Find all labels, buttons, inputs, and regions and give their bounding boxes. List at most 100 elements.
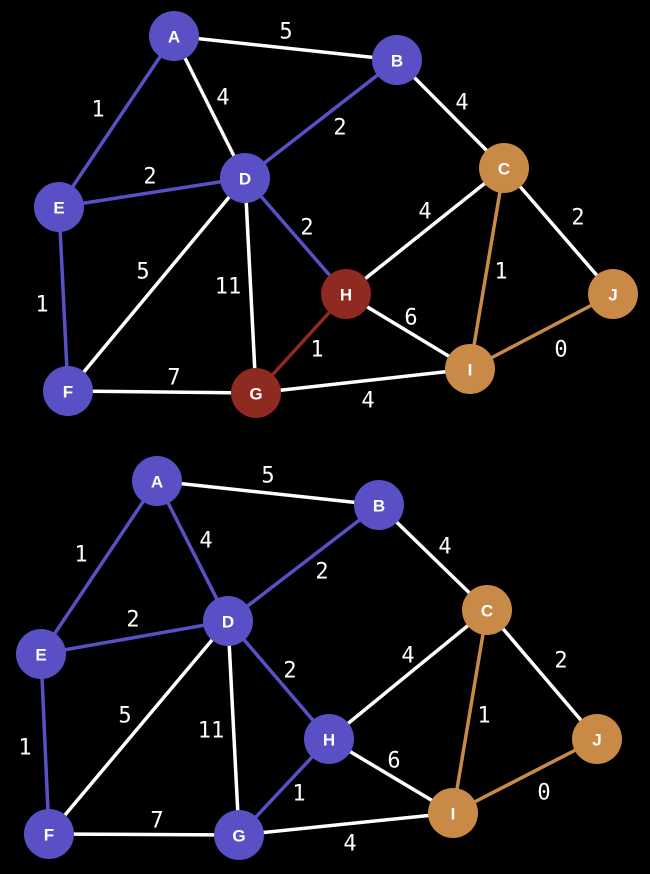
- edge-weight-G-I: 4: [343, 832, 356, 857]
- edge-B-C: [377, 503, 489, 612]
- node-J: J: [572, 714, 622, 764]
- node-circle: [24, 809, 74, 859]
- node-J: J: [588, 269, 638, 319]
- node-B: B: [354, 480, 404, 530]
- node-circle: [34, 182, 84, 232]
- edge-weight-G-H: 1: [310, 338, 323, 363]
- edge-weight-H-I: 6: [387, 749, 400, 774]
- edge-weight-C-I: 1: [494, 260, 507, 285]
- edge-E-F: [57, 206, 70, 392]
- edge-E-F: [39, 653, 51, 835]
- edge-weight-H-C: 4: [418, 200, 431, 225]
- edge-H-C: [344, 166, 506, 296]
- edge-weight-D-F: 5: [136, 260, 149, 285]
- edge-weight-D-H: 2: [283, 659, 296, 684]
- node-label: B: [373, 497, 385, 516]
- node-circle: [132, 456, 182, 506]
- edge-weight-A-E: 1: [91, 98, 104, 123]
- node-label: H: [323, 731, 335, 750]
- edge-weight-I-J: 0: [537, 781, 550, 806]
- edge-weight-C-J: 2: [571, 206, 584, 231]
- edge-weight-E-F: 1: [18, 736, 31, 761]
- edge-G-I: [238, 811, 454, 837]
- edge-weight-G-H: 1: [292, 782, 305, 807]
- node-label: E: [35, 646, 46, 665]
- edge-A-B: [156, 479, 380, 507]
- node-circle: [149, 11, 199, 61]
- edge-I-J: [469, 292, 614, 371]
- edge-weight-H-C: 4: [401, 644, 414, 669]
- edge-weight-C-I: 1: [477, 704, 490, 729]
- edge-D-E: [58, 176, 246, 209]
- edge-A-D: [155, 480, 230, 622]
- edge-weight-A-B: 5: [261, 464, 274, 489]
- node-E: E: [16, 629, 66, 679]
- edge-weight-B-C: 4: [455, 91, 468, 116]
- node-label: I: [451, 805, 456, 824]
- node-label: I: [468, 361, 473, 380]
- edge-D-H: [243, 176, 348, 296]
- edge-weight-D-G: 11: [215, 275, 242, 300]
- node-circle: [203, 596, 253, 646]
- edge-weight-A-E: 1: [74, 543, 87, 568]
- node-label: J: [608, 286, 617, 305]
- edge-C-I: [468, 167, 506, 370]
- node-D: D: [203, 596, 253, 646]
- edge-weight-A-D: 4: [199, 529, 212, 554]
- edge-A-E: [57, 35, 176, 208]
- edge-F-G: [48, 832, 240, 837]
- node-E: E: [34, 182, 84, 232]
- edge-A-B: [173, 34, 398, 62]
- node-circle: [462, 585, 512, 635]
- node-D: D: [220, 153, 270, 203]
- node-circle: [220, 153, 270, 203]
- edge-weight-B-D: 2: [333, 116, 346, 141]
- edge-H-C: [327, 608, 489, 741]
- edge-F-G: [67, 389, 257, 395]
- node-circle: [214, 810, 264, 860]
- node-circle: [372, 35, 422, 85]
- edge-weight-C-J: 2: [554, 649, 567, 674]
- node-I: I: [445, 344, 495, 394]
- node-G: G: [214, 810, 264, 860]
- node-label: A: [168, 28, 180, 47]
- edge-weight-D-G: 11: [198, 719, 225, 744]
- node-circle: [445, 344, 495, 394]
- edge-weight-B-C: 4: [438, 535, 451, 560]
- edge-weight-B-D: 2: [315, 560, 328, 585]
- edge-weight-D-F: 5: [118, 704, 131, 729]
- edge-D-F: [47, 619, 230, 836]
- edge-B-D: [243, 58, 399, 180]
- edge-B-D: [226, 503, 381, 623]
- node-label: F: [44, 826, 54, 845]
- edge-I-J: [452, 737, 598, 815]
- edge-C-J: [485, 608, 599, 741]
- node-circle: [321, 269, 371, 319]
- edge-G-I: [255, 367, 471, 395]
- edge-weight-F-G: 7: [167, 366, 180, 391]
- node-label: D: [222, 613, 234, 632]
- node-label: B: [391, 52, 403, 71]
- edge-D-G: [243, 177, 258, 394]
- edge-A-E: [39, 480, 159, 655]
- node-circle: [231, 368, 281, 418]
- edge-weight-G-I: 4: [361, 389, 374, 414]
- node-label: F: [63, 383, 73, 402]
- node-label: A: [151, 473, 163, 492]
- edge-weight-A-B: 5: [279, 20, 292, 45]
- node-A: A: [132, 456, 182, 506]
- node-circle: [43, 366, 93, 416]
- node-label: G: [232, 827, 245, 846]
- node-circle: [572, 714, 622, 764]
- node-label: E: [53, 199, 64, 218]
- node-C: C: [479, 143, 529, 193]
- node-circle: [304, 714, 354, 764]
- edge-B-C: [395, 58, 506, 170]
- node-label: J: [592, 731, 601, 750]
- node-B: B: [372, 35, 422, 85]
- node-circle: [479, 143, 529, 193]
- node-F: F: [43, 366, 93, 416]
- edge-D-E: [40, 619, 229, 656]
